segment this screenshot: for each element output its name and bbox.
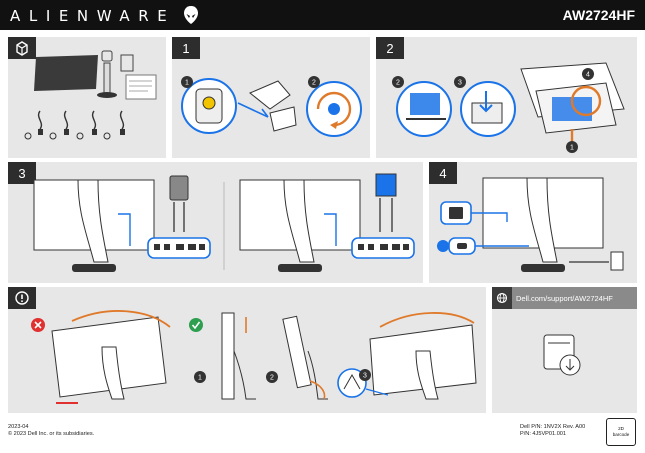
panel-step-4: 4 <box>429 162 637 283</box>
footer-date: 2023-04 <box>8 424 29 430</box>
step-badge-1: 1 <box>172 37 200 59</box>
header-bar: ALIENWARE AW2724HF <box>0 0 645 30</box>
footer-pn: P/N: 4J5VP01.001 <box>520 431 567 437</box>
step-2-callout-3: 3 <box>458 80 462 87</box>
footer-dell-pn: Dell P/N: 1NV2X Rev. A00 <box>520 424 586 430</box>
step-2-callout-4: 4 <box>586 72 590 79</box>
step-badge-2: 2 <box>376 37 404 59</box>
footer-left: 2023-04 © 2023 Dell Inc. or its subsidia… <box>8 424 94 438</box>
step-badge-3: 3 <box>8 162 36 184</box>
box-contents-icon <box>8 37 36 59</box>
step-2-callout-2: 2 <box>396 80 400 87</box>
barcode-label-1: 2D <box>618 426 624 431</box>
step-1-callout-2: 2 <box>312 80 316 87</box>
step-2-illustration: 2 3 4 1 <box>392 62 625 153</box>
footer-copyright: © 2023 Dell Inc. or its subsidiaries. <box>8 431 95 437</box>
panel-step-2: 2 2 3 4 1 <box>376 37 637 158</box>
warning-icon <box>8 287 36 309</box>
tilt-illustration: 1 2 3 <box>31 310 477 404</box>
model-number: AW2724HF <box>562 7 635 23</box>
step-3-illustration <box>33 173 415 272</box>
box-contents-illustration <box>24 50 157 140</box>
tilt-callout-3: 3 <box>363 373 367 380</box>
alien-head-icon <box>184 6 198 24</box>
step-badge-4: 4 <box>429 162 457 184</box>
support-globe-icon <box>492 287 512 309</box>
panel-support: Dell.com/support/AW2724HF <box>492 287 637 413</box>
panel-step-1: 1 1 2 <box>172 37 370 158</box>
support-document-icon <box>543 334 581 376</box>
barcode-label-2: barcode <box>612 432 630 437</box>
brand-wordmark: ALIENWARE <box>10 7 176 25</box>
step-4-illustration <box>437 177 624 272</box>
support-url[interactable]: Dell.com/support/AW2724HF <box>516 293 613 303</box>
barcode-placeholder: 2D barcode <box>606 418 636 446</box>
step-1-callout-1: 1 <box>185 80 189 87</box>
tilt-callout-2: 2 <box>270 375 274 382</box>
panel-warning: 1 2 3 <box>8 287 486 413</box>
step-1-illustration: 1 2 <box>181 76 362 137</box>
panel-box-contents <box>8 37 166 158</box>
tilt-callout-1: 1 <box>198 375 202 382</box>
step-2-callout-1: 1 <box>570 145 574 152</box>
panel-step-3: 3 <box>8 162 423 283</box>
footer-right: Dell P/N: 1NV2X Rev. A00 P/N: 4J5VP01.00… <box>520 424 585 438</box>
support-url-bar[interactable]: Dell.com/support/AW2724HF <box>492 287 637 309</box>
guide-sheet: 1 1 2 2 <box>0 30 645 418</box>
